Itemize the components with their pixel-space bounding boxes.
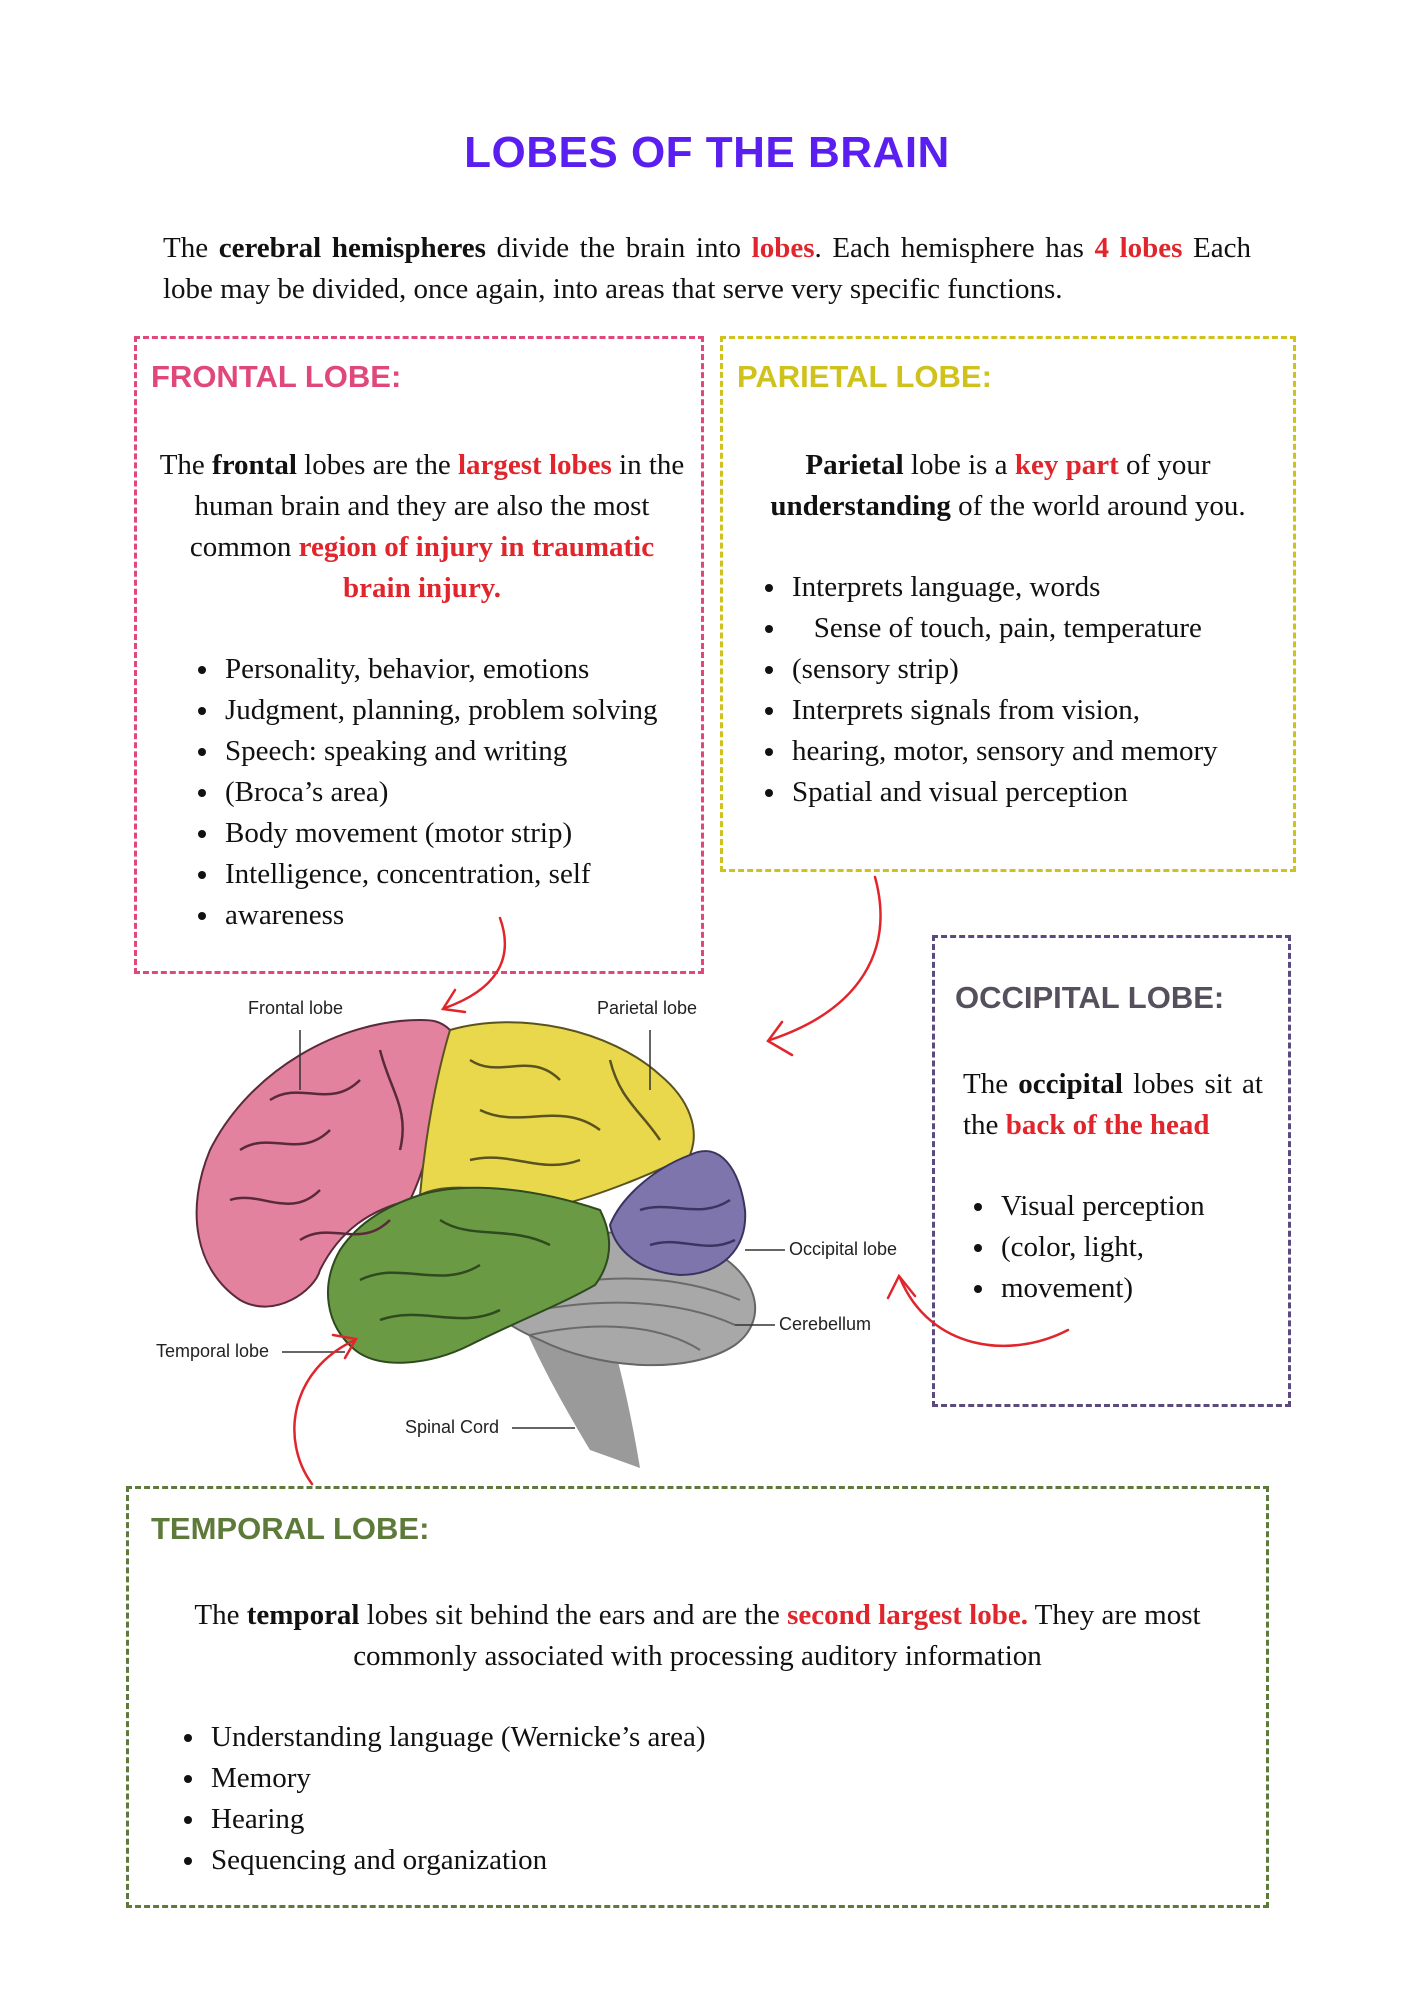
list-item: Sequencing and organization	[207, 1840, 907, 1881]
list-item: Sense of touch, pain, temperature	[788, 608, 1308, 649]
parietal-arrowhead	[766, 1020, 794, 1057]
label-spinal-cord: Spinal Cord	[405, 1417, 500, 1437]
temporal-arrow	[293, 1338, 357, 1486]
occipital-function-list: Visual perception (color, light, movemen…	[957, 1186, 1297, 1309]
list-item: Understanding language (Wernicke’s area)	[207, 1717, 907, 1758]
parietal-gyri	[469, 1058, 662, 1167]
intro-text: divide the brain into	[485, 232, 752, 264]
occipital-lobe-card: OCCIPITAL LOBE: The occipital lobes sit …	[932, 935, 1291, 1407]
parietal-heading: PARIETAL LOBE:	[737, 359, 992, 394]
occipital-lobe-shape	[608, 1150, 747, 1277]
label-parietal-lobe: Parietal lobe	[597, 998, 698, 1018]
list-item: Personality, behavior, emotions	[221, 649, 661, 690]
label-frontal-lobe: Frontal lobe	[248, 998, 344, 1018]
temporal-description: The temporal lobes sit behind the ears a…	[139, 1595, 1256, 1677]
desc-highlight: region of injury in traumatic brain inju…	[298, 531, 655, 604]
list-item: Interprets language, words	[788, 567, 1308, 608]
intro-paragraph: The cerebral hemispheres divide the brai…	[163, 228, 1251, 310]
occipital-arrowhead	[886, 1273, 917, 1300]
parietal-function-list: Interprets language, words Sense of touc…	[748, 567, 1308, 813]
frontal-lobe-card: FRONTAL LOBE: The frontal lobes are the …	[134, 336, 704, 974]
frontal-arrowhead	[440, 988, 467, 1014]
desc-text: lobes sit at the	[963, 1068, 1263, 1141]
occipital-gyri	[639, 1198, 736, 1248]
temporal-function-list: Understanding language (Wernicke’s area)…	[167, 1717, 907, 1881]
list-item: Visual perception	[997, 1186, 1297, 1227]
list-item: hearing, motor, sensory and memory	[788, 731, 1308, 772]
list-item: Body movement (motor strip)	[221, 813, 661, 854]
desc-emphasis: temporal	[246, 1599, 360, 1631]
desc-highlight: second largest lobe.	[787, 1599, 1028, 1631]
temporal-gyri	[359, 1218, 551, 1322]
intro-text: The	[163, 232, 219, 264]
temporal-arrowhead	[331, 1333, 358, 1360]
list-item: Speech: speaking and writing	[221, 731, 661, 772]
list-item: Spatial and visual perception	[788, 772, 1308, 813]
desc-text: The	[194, 1599, 247, 1631]
page-title: LOBES OF THE BRAIN	[464, 128, 950, 177]
list-item: Judgment, planning, problem solving	[221, 690, 661, 731]
desc-emphasis: Parietal	[805, 449, 904, 481]
occipital-description: The occipital lobes sit at the back of t…	[963, 1064, 1263, 1146]
desc-text: lobe is a	[903, 449, 1015, 481]
list-item: (Broca’s area)	[221, 772, 661, 813]
list-item: movement)	[997, 1268, 1297, 1309]
desc-text: of your	[1118, 449, 1211, 481]
desc-text: of the world around you.	[950, 490, 1246, 522]
desc-text: lobes sit behind the ears and are the	[359, 1599, 788, 1631]
list-item: Memory	[207, 1758, 907, 1799]
parietal-lobe-card: PARIETAL LOBE: Parietal lobe is a key pa…	[720, 336, 1296, 872]
list-item: Hearing	[207, 1799, 907, 1840]
occipital-arrow	[898, 1276, 1070, 1348]
frontal-gyri	[229, 1049, 404, 1242]
desc-highlight: largest lobes	[457, 449, 612, 481]
label-occipital-lobe: Occipital lobe	[789, 1239, 898, 1259]
desc-emphasis: frontal	[212, 449, 297, 481]
temporal-lobe-shape	[327, 1186, 611, 1364]
list-item: Interprets signals from vision,	[788, 690, 1308, 731]
list-item: (color, light,	[997, 1227, 1297, 1268]
intro-highlight: 4 lobes	[1094, 232, 1183, 264]
occipital-heading: OCCIPITAL LOBE:	[955, 980, 1225, 1015]
intro-emphasis: cerebral hemispheres	[218, 232, 486, 264]
label-cerebellum: Cerebellum	[779, 1314, 872, 1334]
desc-text: They are most commonly associated with p…	[353, 1599, 1201, 1672]
desc-emphasis: understanding	[770, 490, 951, 522]
desc-highlight: back of the head	[1005, 1109, 1210, 1141]
temporal-lobe-card: TEMPORAL LOBE: The temporal lobes sit be…	[126, 1486, 1269, 1908]
intro-text: Each lobe may be divided, once again, in…	[163, 232, 1251, 305]
frontal-description: The frontal lobes are the largest lobes …	[157, 445, 687, 609]
parietal-description: Parietal lobe is a key part of your unde…	[743, 445, 1273, 527]
desc-text: The	[159, 449, 213, 481]
desc-highlight: key part	[1014, 449, 1119, 481]
parietal-arrow	[768, 875, 882, 1042]
intro-highlight: lobes	[751, 232, 815, 264]
frontal-function-list: Personality, behavior, emotions Judgment…	[181, 649, 661, 936]
label-temporal-lobe: Temporal lobe	[156, 1341, 270, 1361]
desc-emphasis: occipital	[1018, 1068, 1123, 1100]
list-item: Intelligence, concentration, self	[221, 854, 661, 895]
desc-text: The	[963, 1068, 1019, 1100]
intro-text: . Each hemisphere has	[814, 232, 1095, 264]
list-item: awareness	[221, 895, 661, 936]
frontal-arrow	[443, 916, 507, 1010]
desc-text: lobes are the	[296, 449, 458, 481]
list-item: (sensory strip)	[788, 649, 1308, 690]
desc-text: in the human brain and they are also the…	[189, 449, 685, 563]
temporal-heading: TEMPORAL LOBE:	[151, 1511, 430, 1546]
frontal-heading: FRONTAL LOBE:	[151, 359, 402, 394]
